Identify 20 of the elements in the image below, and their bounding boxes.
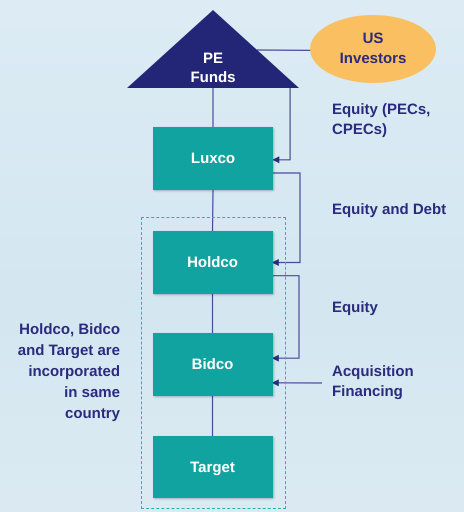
connector-line <box>212 88 214 127</box>
flow-label: Equity and Debt <box>332 200 448 220</box>
connector-line <box>212 396 214 436</box>
dashed-group-box <box>141 217 286 509</box>
connector-line <box>212 294 214 333</box>
entity-box: Bidco <box>152 333 272 396</box>
entity-box: Holdco <box>152 231 272 294</box>
entity-box: Target <box>152 436 272 498</box>
financing-label: Acquisition Financing <box>322 362 434 404</box>
connector-line <box>212 190 214 231</box>
arrow <box>272 172 301 266</box>
connector-line <box>257 49 312 51</box>
investor-ellipse: US Investors <box>310 15 436 83</box>
flow-label: Equity (PECs, CPECs) <box>332 100 432 140</box>
arrow <box>272 379 322 386</box>
flow-label: Equity <box>332 298 379 318</box>
arrow <box>272 275 300 362</box>
arrow <box>272 88 291 164</box>
entity-box: Luxco <box>153 127 273 190</box>
group-note: Holdco, Bidco and Target are incorporated in same country <box>16 320 120 424</box>
